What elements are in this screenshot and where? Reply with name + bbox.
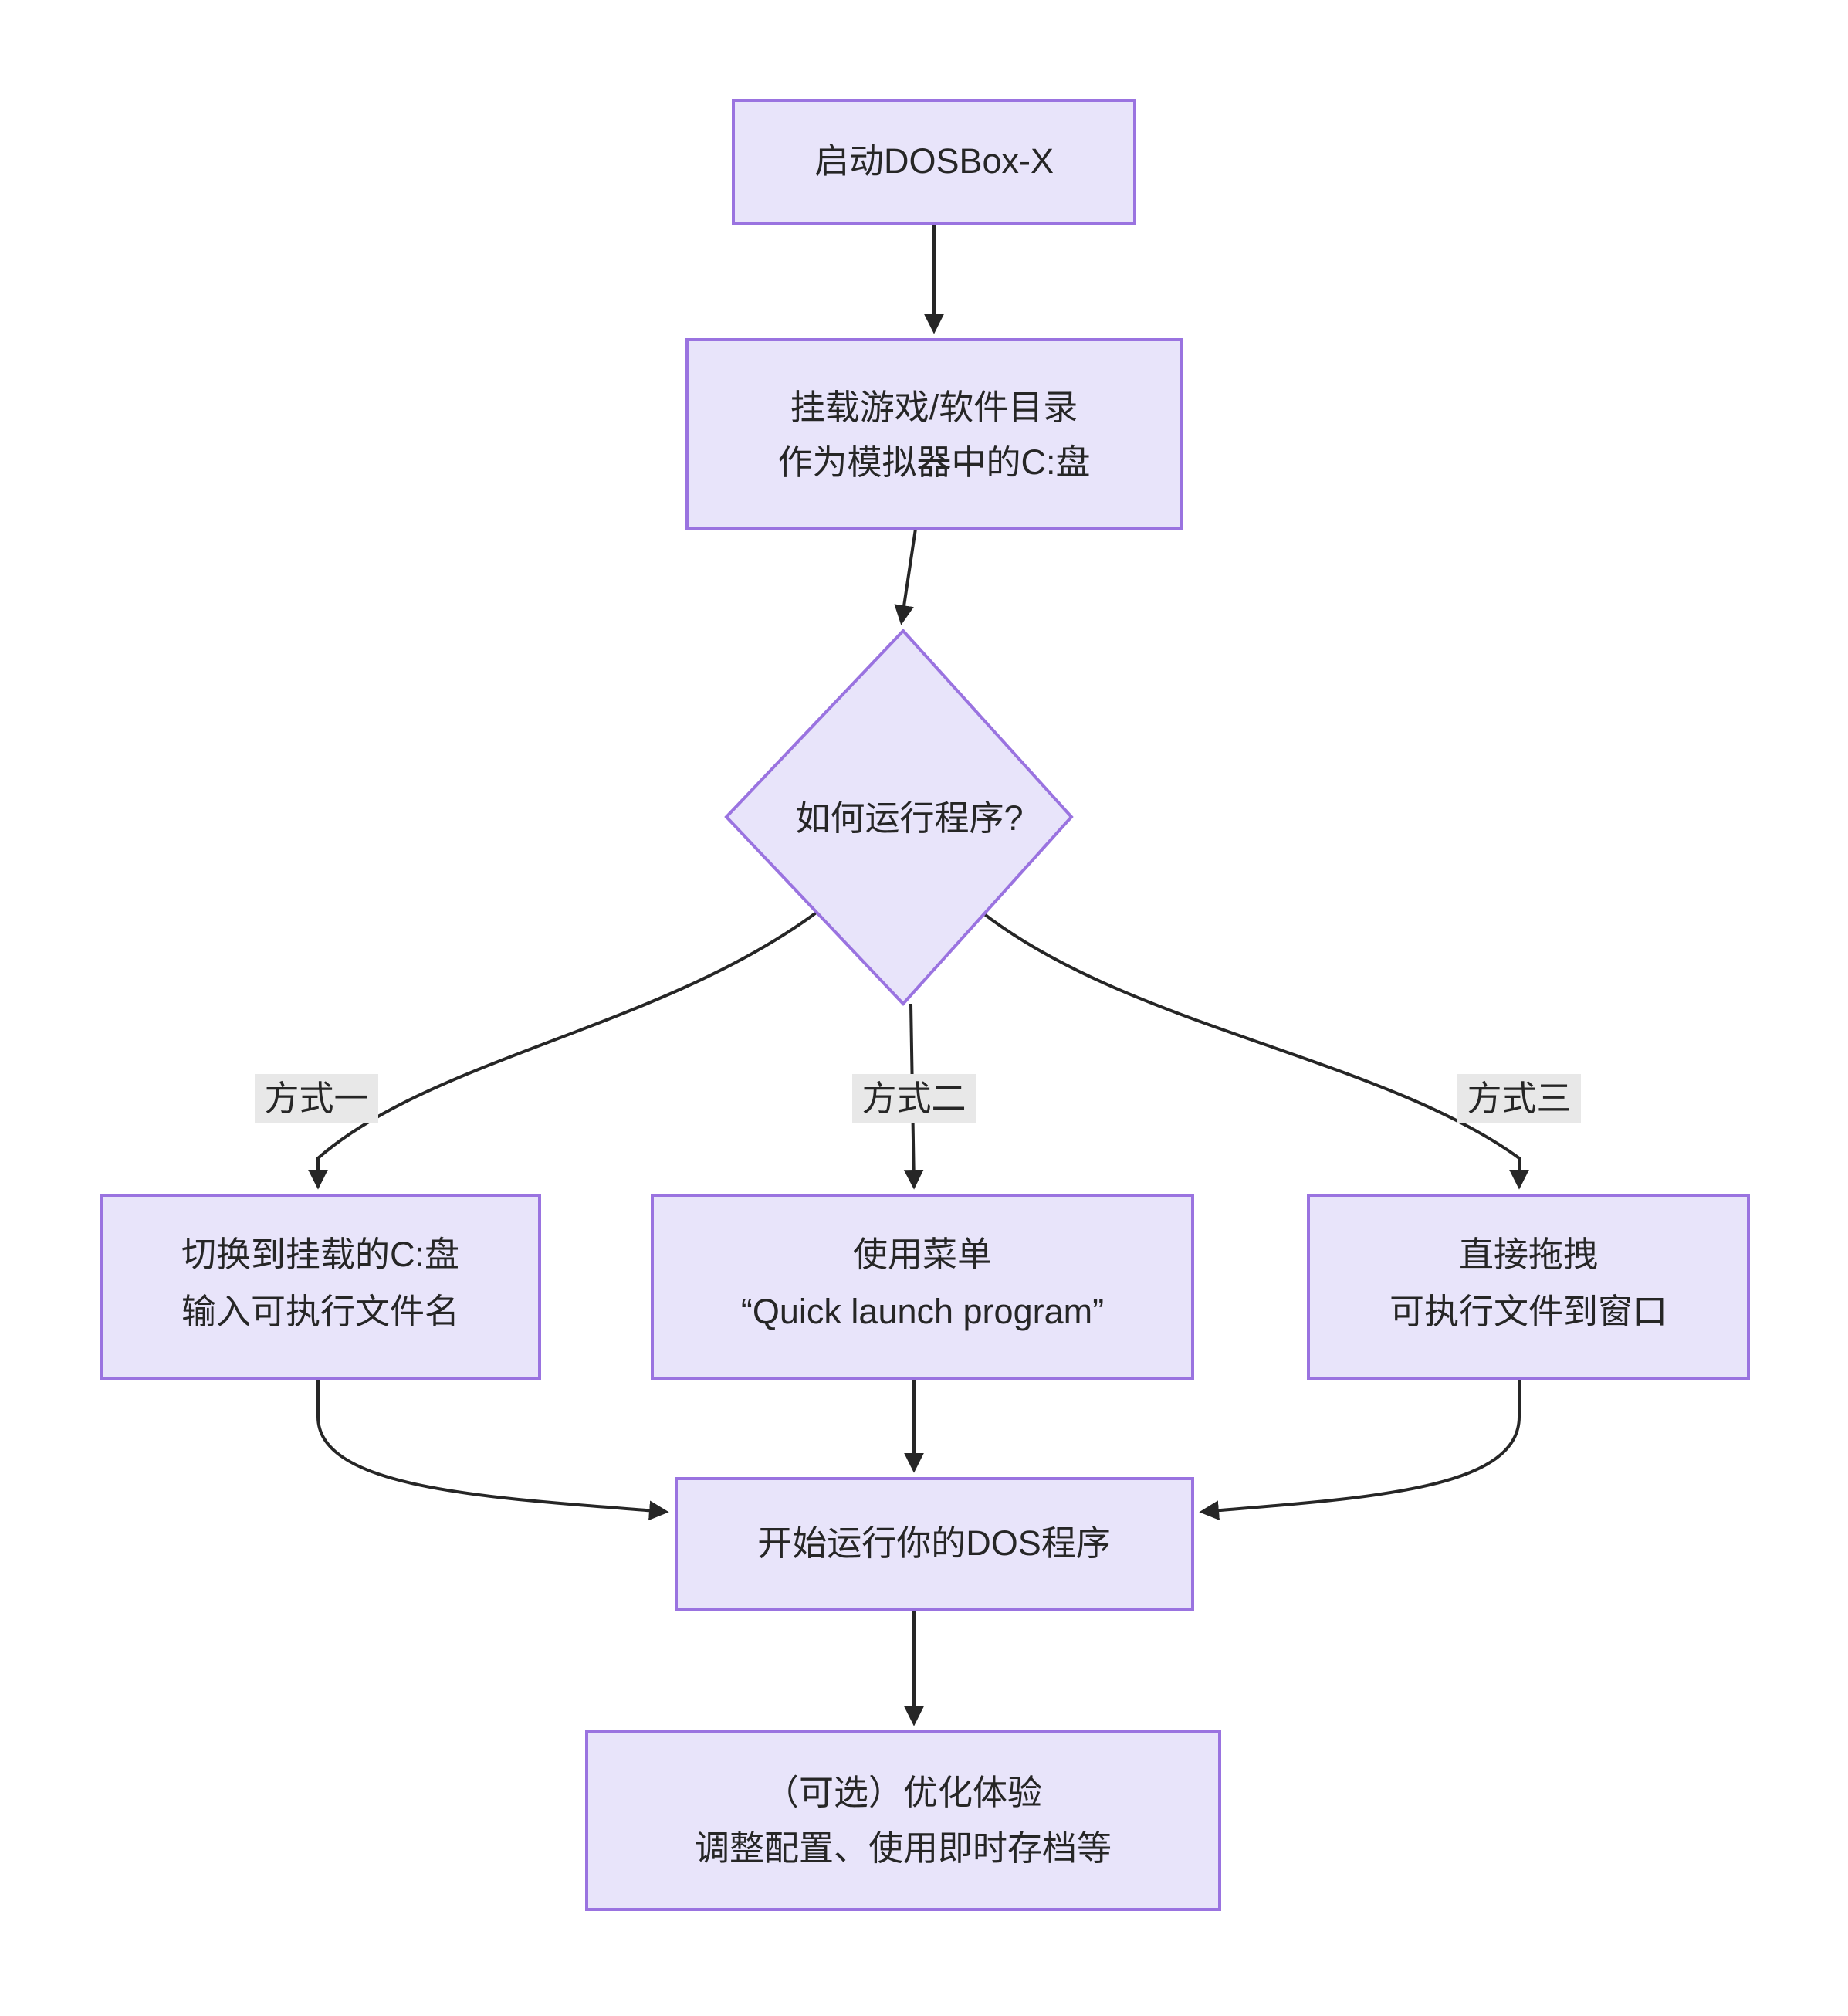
- node-method-one-line-2: 输入可执行文件名: [181, 1292, 459, 1331]
- node-optimize[interactable]: （可选）优化体验 调整配置、使用即时存档等: [585, 1730, 1221, 1911]
- node-decision-line-1: 如何运行程序?: [795, 798, 1023, 838]
- node-method-two-line-2: “Quick launch program”: [741, 1292, 1104, 1331]
- edge-decision-to-method-one: [308, 910, 820, 1190]
- edge-label-branch-two: 方式二: [852, 1074, 976, 1123]
- edge-decision-to-method-three: [979, 910, 1529, 1190]
- edge-label-branch-two-text: 方式二: [861, 1079, 966, 1118]
- node-optimize-line-2: 调整配置、使用即时存档等: [695, 1828, 1112, 1868]
- node-start[interactable]: 启动DOSBox-X: [732, 99, 1136, 225]
- node-optimize-line-1: （可选）优化体验: [764, 1773, 1042, 1812]
- node-mount[interactable]: 挂载游戏/软件目录 作为模拟器中的C:盘: [685, 338, 1183, 530]
- node-method-two-line-1: 使用菜单: [853, 1235, 992, 1274]
- node-run-line-1: 开始运行你的DOS程序: [757, 1523, 1111, 1563]
- node-method-one[interactable]: 切换到挂载的C:盘 输入可执行文件名: [100, 1194, 541, 1380]
- edge-label-branch-one: 方式一: [255, 1074, 378, 1123]
- node-decision[interactable]: 如何运行程序?: [724, 629, 1074, 1006]
- edge-mount-to-decision: [894, 528, 917, 625]
- node-mount-line-2: 作为模拟器中的C:盘: [777, 442, 1090, 482]
- node-method-three[interactable]: 直接拖拽 可执行文件到窗口: [1307, 1194, 1750, 1380]
- node-method-three-line-2: 可执行文件到窗口: [1389, 1292, 1667, 1331]
- edge-label-branch-one-text: 方式一: [264, 1079, 368, 1118]
- edge-method-three-to-run: [1199, 1378, 1521, 1521]
- node-method-one-line-1: 切换到挂载的C:盘: [181, 1235, 459, 1274]
- node-start-line-1: 启动DOSBox-X: [814, 141, 1054, 181]
- node-mount-line-1: 挂载游戏/软件目录: [790, 388, 1078, 427]
- node-method-three-line-1: 直接拖拽: [1459, 1235, 1598, 1274]
- edge-label-branch-three: 方式三: [1457, 1074, 1581, 1123]
- node-run[interactable]: 开始运行你的DOS程序: [675, 1477, 1194, 1611]
- edge-method-one-to-run: [316, 1378, 669, 1521]
- edge-label-branch-three-text: 方式三: [1467, 1079, 1571, 1118]
- node-method-two[interactable]: 使用菜单 “Quick launch program”: [651, 1194, 1194, 1380]
